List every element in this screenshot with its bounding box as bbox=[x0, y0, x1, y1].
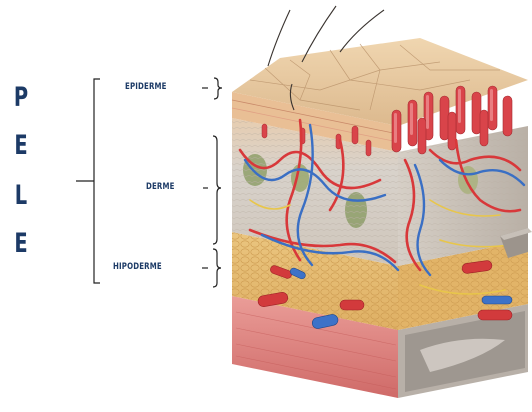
main-bracket bbox=[76, 79, 100, 283]
label-epidermis: EPIDERME bbox=[125, 82, 167, 92]
label-hypodermis: HIPODERME bbox=[113, 262, 162, 272]
label-dermis: DERME bbox=[146, 182, 175, 192]
hypodermis-bracket bbox=[202, 249, 221, 287]
dermis-bracket bbox=[203, 136, 221, 244]
epidermis-bracket bbox=[202, 78, 222, 99]
skin-block bbox=[232, 6, 532, 398]
